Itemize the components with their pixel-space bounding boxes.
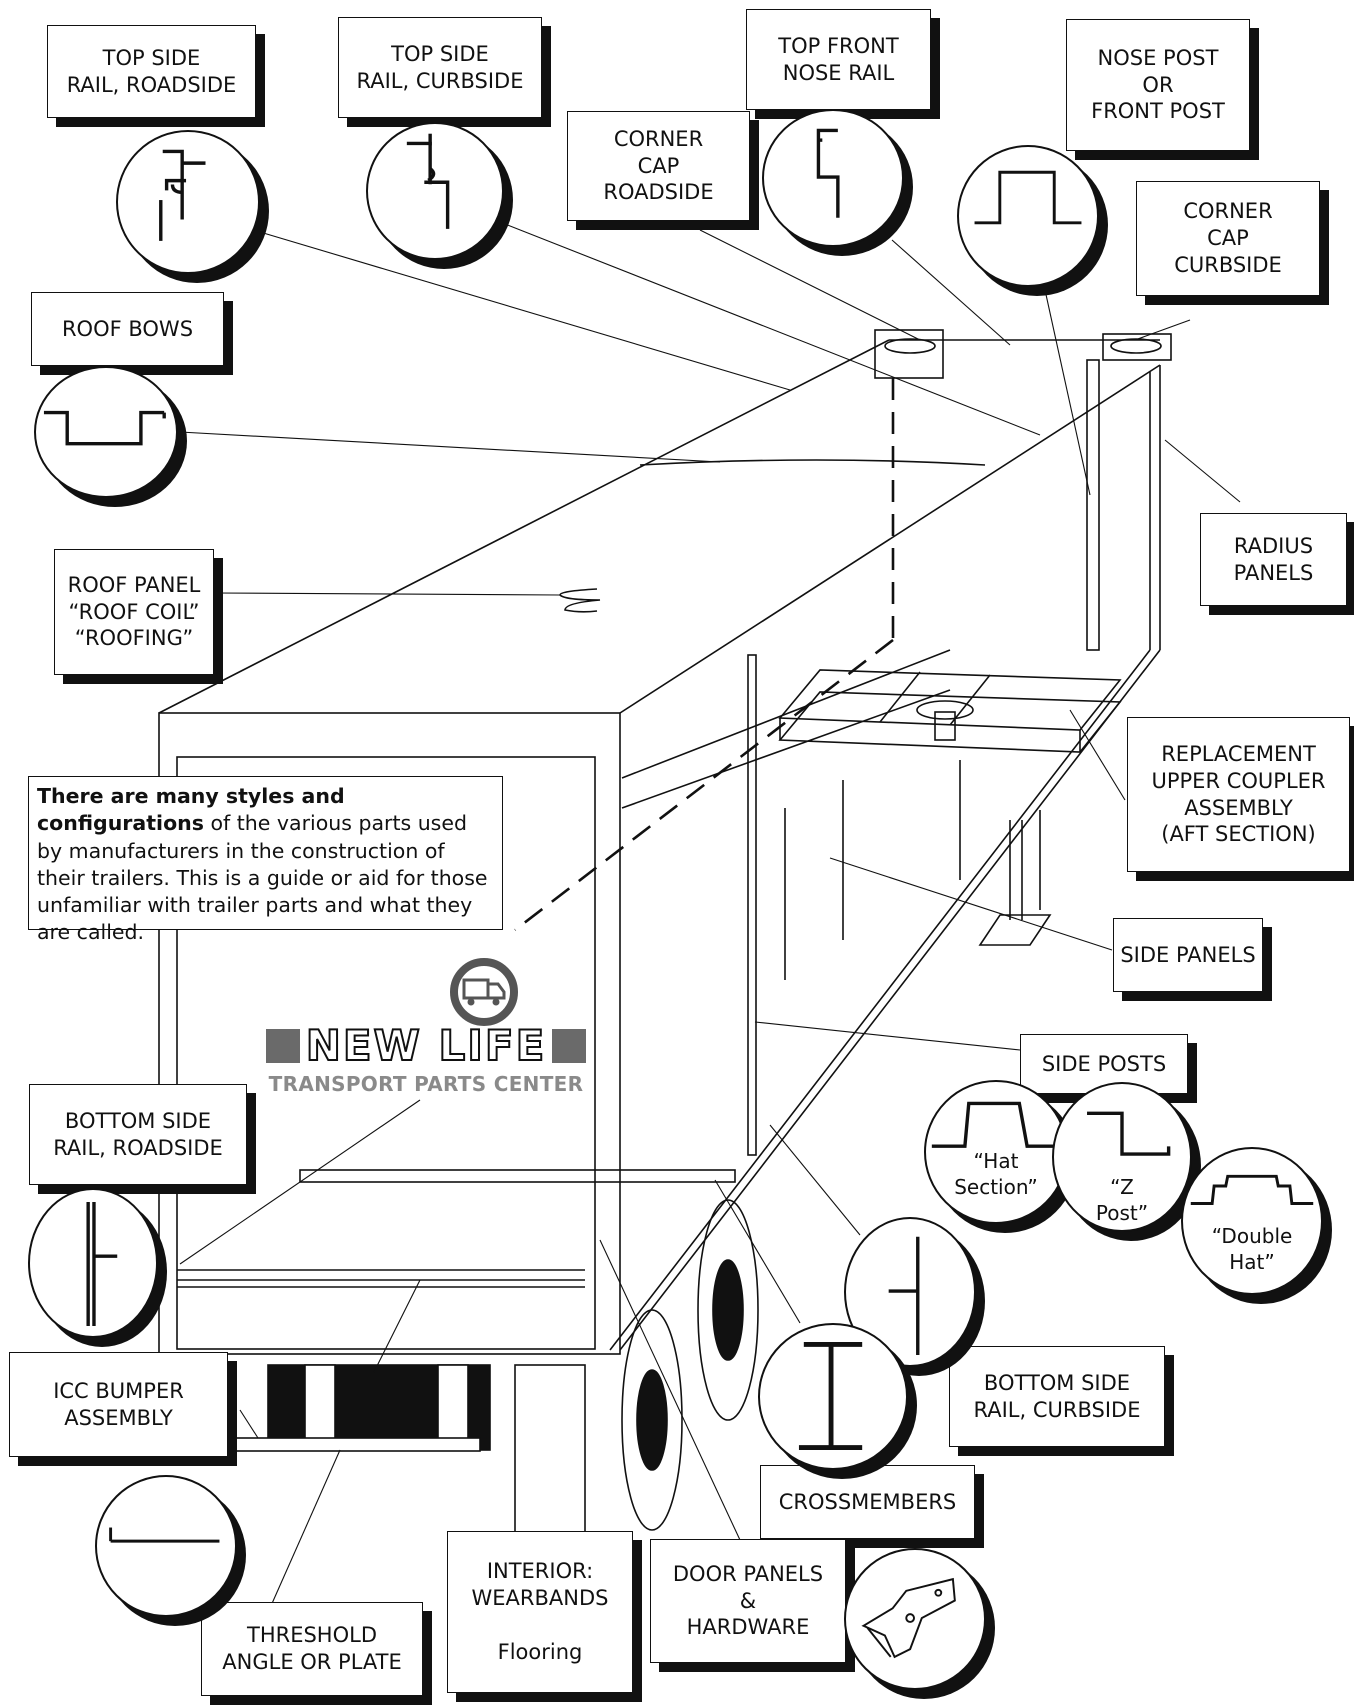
angle-profile-icon — [97, 1477, 235, 1615]
label-text: BOTTOM SIDE RAIL, CURBSIDE — [974, 1370, 1141, 1424]
logo-subtitle: TRANSPORT PARTS CENTER — [266, 1072, 586, 1096]
logo-bar-right — [552, 1029, 586, 1063]
label-text: TOP SIDE RAIL, ROADSIDE — [67, 45, 237, 99]
label-text: DOOR PANELS & HARDWARE — [673, 1561, 823, 1642]
label-text: ROOF BOWS — [62, 316, 193, 343]
label-side-panels: SIDE PANELS — [1113, 918, 1263, 992]
label-text: INTERIOR: WEARBANDS Flooring — [472, 1558, 609, 1666]
post-profile-icon — [959, 147, 1097, 285]
label-radius-panels: RADIUS PANELS — [1200, 513, 1347, 606]
profile-bottom-side-rail-roadside — [28, 1188, 158, 1338]
label-text: ROOF PANEL “ROOF COIL” “ROOFING” — [68, 572, 201, 653]
label-text: RADIUS PANELS — [1234, 533, 1314, 587]
profile-nose-post — [957, 145, 1099, 287]
i-beam-icon — [760, 1325, 906, 1468]
label-text: TOP FRONT NOSE RAIL — [778, 33, 898, 87]
label-crossmembers: CROSSMEMBERS — [760, 1465, 975, 1539]
label-text: THRESHOLD ANGLE OR PLATE — [222, 1622, 401, 1676]
profile-roof-bows — [34, 366, 178, 498]
logo-name: NEW LIFE — [300, 1024, 553, 1068]
label-text: CORNER CAP CURBSIDE — [1174, 198, 1282, 279]
label-text: SIDE PANELS — [1120, 942, 1255, 969]
label-roof-bows: ROOF BOWS — [31, 292, 224, 366]
truck-logo-icon — [266, 958, 586, 1028]
label-bottom-side-rail-curbside: BOTTOM SIDE RAIL, CURBSIDE — [949, 1346, 1165, 1447]
label-text: TOP SIDE RAIL, CURBSIDE — [357, 41, 524, 95]
label-text: REPLACEMENT UPPER COUPLER ASSEMBLY (AFT … — [1151, 741, 1325, 849]
rail-profile-icon — [368, 124, 502, 258]
label-top-side-rail-curbside: TOP SIDE RAIL, CURBSIDE — [338, 17, 542, 118]
profile-crossmembers — [758, 1323, 908, 1470]
label-nose-post: NOSE POST OR FRONT POST — [1066, 19, 1250, 151]
label-interior: INTERIOR: WEARBANDS Flooring — [447, 1531, 633, 1693]
label-text: CROSSMEMBERS — [779, 1489, 957, 1516]
rail-profile-icon — [118, 132, 258, 272]
profile-top-side-rail-curbside — [366, 122, 504, 260]
rail-profile-icon — [30, 1190, 156, 1336]
hinge-icon — [846, 1550, 984, 1688]
post-type-label: “Hat Section” — [926, 1148, 1066, 1200]
corner-cap-roadside-box — [875, 330, 943, 378]
label-door-panels: DOOR PANELS & HARDWARE — [650, 1539, 846, 1663]
label-corner-cap-roadside: CORNER CAP ROADSIDE — [567, 111, 750, 221]
info-note: There are many styles and configurations… — [28, 776, 503, 930]
label-text: SIDE POSTS — [1042, 1051, 1166, 1078]
label-text: CORNER CAP ROADSIDE — [603, 126, 713, 207]
roof-edge-curbside — [620, 365, 1160, 713]
profile-top-side-rail-roadside — [116, 130, 260, 274]
logo-wordmark: NEW LIFE — [266, 1024, 586, 1068]
post-type-hat-section: “Hat Section” — [924, 1080, 1068, 1224]
label-upper-coupler: REPLACEMENT UPPER COUPLER ASSEMBLY (AFT … — [1127, 717, 1350, 872]
label-roof-panel: ROOF PANEL “ROOF COIL” “ROOFING” — [54, 549, 214, 675]
post-type-z-post: “Z Post” — [1052, 1082, 1192, 1232]
label-text: NOSE POST OR FRONT POST — [1091, 45, 1225, 126]
logo-bar-left — [266, 1029, 300, 1063]
roof-edge-roadside — [159, 340, 889, 713]
label-icc-bumper: ICC BUMPER ASSEMBLY — [9, 1352, 228, 1457]
label-bottom-side-rail-roadside: BOTTOM SIDE RAIL, ROADSIDE — [29, 1084, 247, 1185]
label-top-front-nose-rail: TOP FRONT NOSE RAIL — [746, 9, 931, 110]
label-corner-cap-curbside: CORNER CAP CURBSIDE — [1136, 181, 1320, 296]
post-type-double-hat: “Double Hat” — [1181, 1147, 1323, 1295]
bow-profile-icon — [36, 368, 176, 496]
label-text: BOTTOM SIDE RAIL, ROADSIDE — [53, 1108, 223, 1162]
label-threshold: THRESHOLD ANGLE OR PLATE — [201, 1602, 423, 1696]
post-type-label: “Z Post” — [1054, 1174, 1190, 1226]
post-type-label: “Double Hat” — [1183, 1223, 1321, 1275]
label-top-side-rail-roadside: TOP SIDE RAIL, ROADSIDE — [47, 25, 256, 118]
profile-threshold — [95, 1475, 237, 1617]
profile-top-front-nose-rail — [762, 109, 904, 247]
profile-door-hardware — [844, 1548, 986, 1690]
label-text: ICC BUMPER ASSEMBLY — [53, 1378, 184, 1432]
company-logo: NEW LIFE TRANSPORT PARTS CENTER — [266, 958, 586, 1108]
rail-profile-icon — [764, 111, 902, 245]
